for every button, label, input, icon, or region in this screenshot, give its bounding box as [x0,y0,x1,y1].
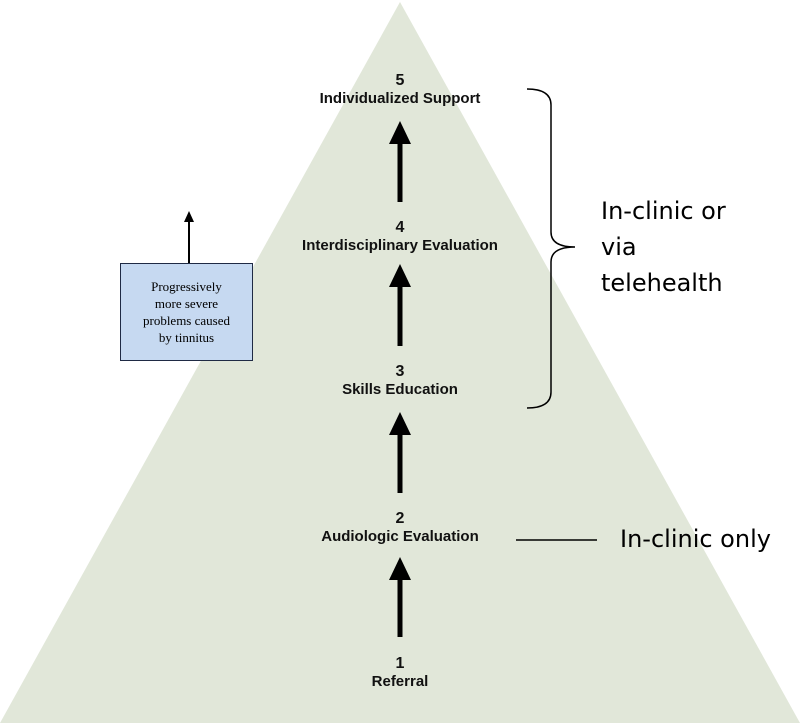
clinic-only-annotation: In-clinic only [620,525,771,553]
arrow-1-to-2 [389,557,411,637]
level-3: 3 Skills Education [250,363,550,399]
arrow-4-to-5 [389,121,411,202]
telehealth-brace [526,88,576,409]
level-4-number: 4 [395,219,405,236]
level-1-number: 1 [395,655,405,672]
level-4: 4 Interdisciplinary Evaluation [250,219,550,255]
telehealth-annotation: In-clinic or via telehealth [601,193,726,301]
severity-line-2: more severe [154,296,219,311]
level-5: 5 Individualized Support [250,72,550,108]
level-4-name: Interdisciplinary Evaluation [302,237,498,254]
level-3-number: 3 [395,363,405,380]
arrow-3-to-4 [389,264,411,346]
level-1-name: Referral [371,673,429,690]
severity-arrow [184,211,194,263]
severity-line-1: Progressively [151,279,222,294]
level-1: 1 Referral [250,655,550,691]
arrow-2-to-3 [389,412,411,493]
level-2-name: Audiologic Evaluation [321,528,479,545]
level-5-number: 5 [395,72,405,89]
level-3-name: Skills Education [342,381,458,398]
telehealth-line-3: telehealth [601,269,723,297]
level-5-name: Individualized Support [319,90,481,107]
telehealth-line-2: via [601,233,637,261]
severity-line-3: problems caused [142,313,230,328]
level-2: 2 Audiologic Evaluation [250,510,550,546]
telehealth-line-1: In-clinic or [601,197,726,225]
severity-box-text: Progressively more severe problems cause… [127,278,247,346]
level-2-number: 2 [395,510,405,527]
severity-box: Progressively more severe problems cause… [120,263,253,361]
severity-line-4: by tinnitus [158,330,215,345]
